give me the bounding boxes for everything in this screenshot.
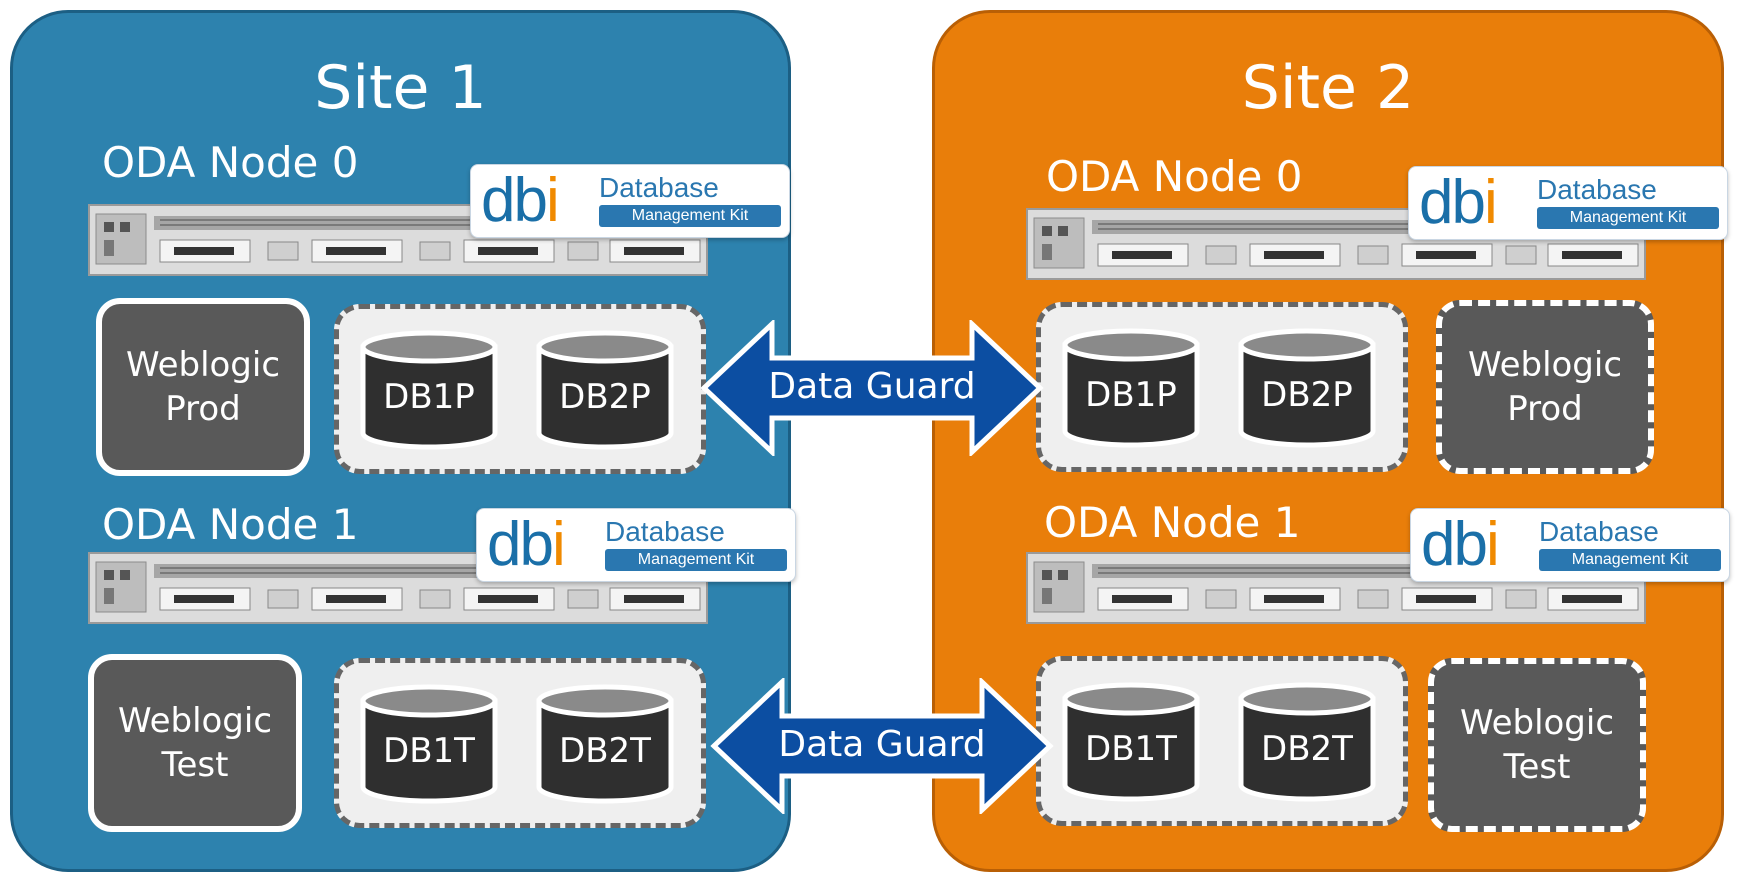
dbi-logo-word: Database: [605, 516, 725, 547]
database-cylinder: DB2T: [1237, 681, 1377, 803]
dbi-logo-mark: dbi: [487, 510, 566, 579]
site-title: Site 1: [314, 53, 487, 123]
database-label: DB1P: [383, 377, 475, 417]
node-title: ODA Node 0: [1046, 152, 1303, 201]
dbi-logo-word: Database: [1539, 516, 1659, 547]
weblogic-test-box: Weblogic Test: [88, 654, 302, 832]
weblogic-label: Weblogic: [125, 345, 281, 385]
weblogic-label: Weblogic: [1467, 345, 1623, 385]
database-label: DB1T: [1085, 729, 1177, 769]
weblogic-label: Weblogic: [117, 701, 273, 741]
weblogic-prod-box: Weblogic Prod: [1436, 300, 1654, 474]
dbi-logo: dbi Database Management Kit: [1408, 166, 1728, 240]
dbi-logo-tagline: Management Kit: [1539, 549, 1721, 571]
weblogic-label: Weblogic: [1459, 703, 1615, 743]
database-group: DB1T DB2T: [334, 658, 706, 828]
database-group: DB1P DB2P: [334, 304, 706, 474]
database-label: DB1T: [383, 731, 475, 771]
database-cylinder: DB1T: [1061, 681, 1201, 803]
dbi-logo-tagline: Management Kit: [599, 205, 781, 227]
dbi-logo: dbi Database Management Kit: [1410, 508, 1730, 582]
dbi-logo-mark: dbi: [1421, 510, 1500, 579]
database-label: DB2P: [1261, 375, 1353, 415]
database-cylinder: DB1T: [359, 683, 499, 805]
weblogic-prod-box: Weblogic Prod: [96, 298, 310, 476]
database-group: DB1P DB2P: [1036, 302, 1408, 472]
data-guard-label: Data Guard: [778, 724, 986, 765]
database-label: DB2T: [1261, 729, 1353, 769]
database-group: DB1T DB2T: [1036, 656, 1408, 826]
database-label: DB1P: [1085, 375, 1177, 415]
weblogic-env-label: Prod: [165, 389, 241, 429]
database-label: DB2P: [559, 377, 651, 417]
dbi-logo-mark: dbi: [481, 166, 560, 235]
database-label: DB2T: [559, 731, 651, 771]
dbi-logo-tagline: Management Kit: [1537, 207, 1719, 229]
database-cylinder: DB2P: [1237, 327, 1377, 449]
database-cylinder: DB2P: [535, 329, 675, 451]
weblogic-test-box: Weblogic Test: [1428, 658, 1646, 832]
node-title: ODA Node 1: [1044, 498, 1301, 547]
database-cylinder: DB1P: [359, 329, 499, 451]
dbi-logo-mark: dbi: [1419, 168, 1498, 237]
weblogic-env-label: Prod: [1507, 389, 1583, 429]
data-guard-label: Data Guard: [768, 366, 976, 407]
data-guard-arrow: Data Guard: [700, 320, 1044, 456]
node-title: ODA Node 1: [102, 500, 359, 549]
database-cylinder: DB2T: [535, 683, 675, 805]
dbi-logo-word: Database: [1537, 174, 1657, 205]
database-cylinder: DB1P: [1061, 327, 1201, 449]
dbi-logo: dbi Database Management Kit: [470, 164, 790, 238]
node-title: ODA Node 0: [102, 138, 359, 187]
weblogic-env-label: Test: [161, 745, 229, 785]
dbi-logo-tagline: Management Kit: [605, 549, 787, 571]
weblogic-env-label: Test: [1503, 747, 1571, 787]
dbi-logo: dbi Database Management Kit: [476, 508, 796, 582]
site-title: Site 2: [1241, 53, 1415, 123]
data-guard-arrow: Data Guard: [710, 678, 1054, 814]
dbi-logo-word: Database: [599, 172, 719, 203]
